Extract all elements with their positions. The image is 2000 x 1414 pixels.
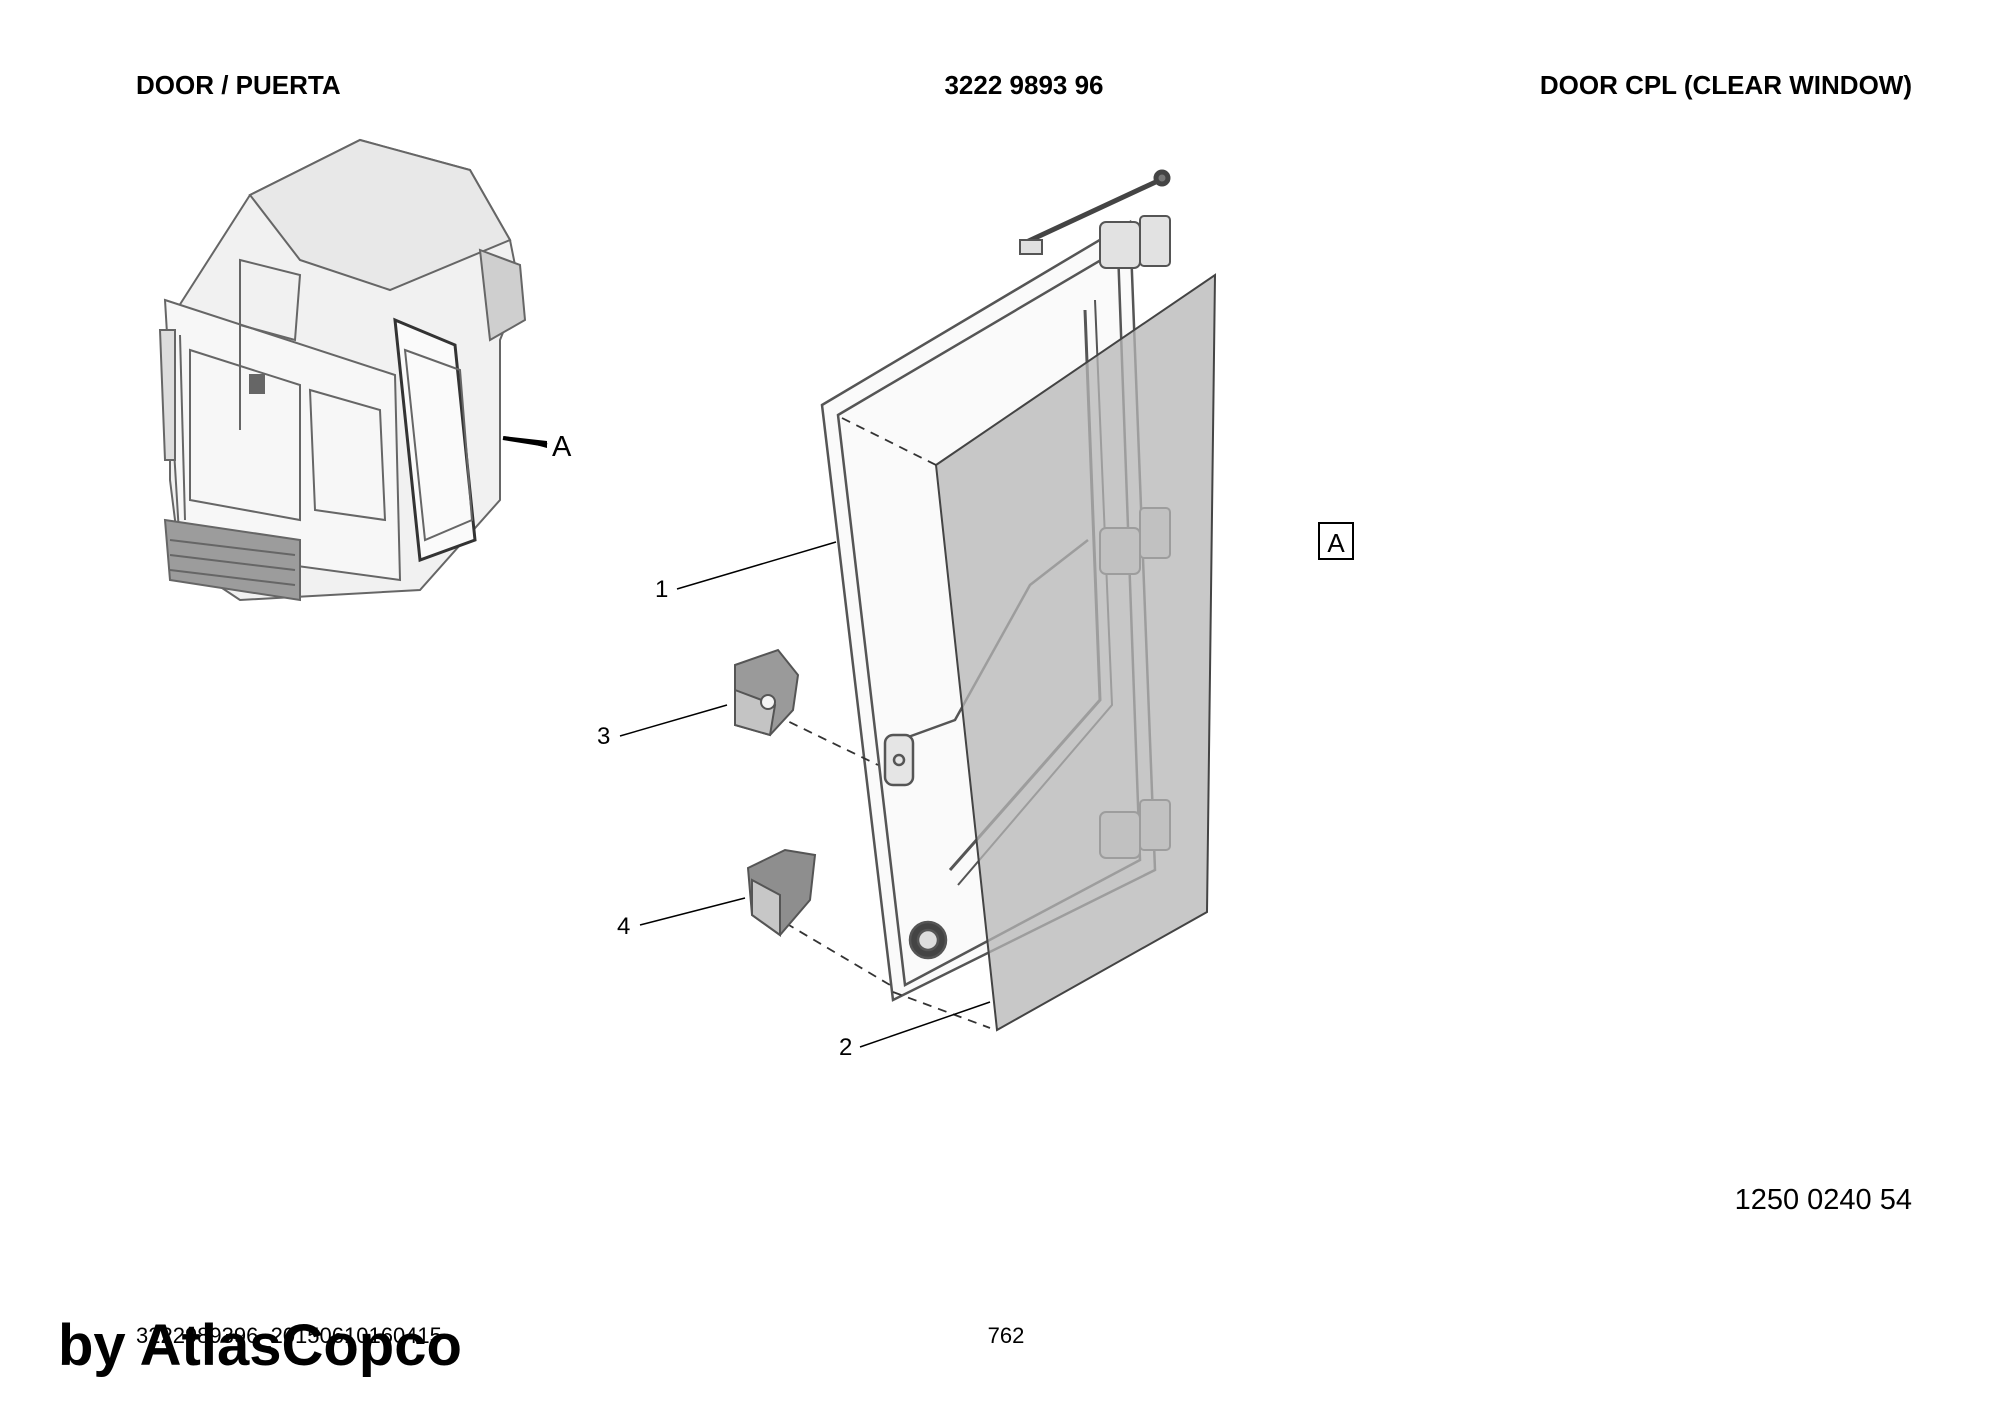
catch-bracket-item-3 xyxy=(734,648,800,737)
header-title: DOOR / PUERTA xyxy=(136,70,341,100)
latch-bracket-item-4 xyxy=(746,848,817,937)
gas-strut xyxy=(1018,169,1171,248)
view-a-tag: A xyxy=(1318,522,1354,560)
callout-2: 2 xyxy=(839,1034,852,1061)
header-description: DOOR CPL (CLEAR WINDOW) xyxy=(1539,70,1912,100)
footer-document-id: 3222989396_20150610160415 xyxy=(136,1323,442,1348)
view-a-arrow-line xyxy=(502,436,548,447)
page-number: 762 xyxy=(987,1323,1025,1348)
callout-1: 1 xyxy=(655,576,668,603)
view-a-label: A xyxy=(552,431,572,463)
watermark-text: by AtlasCopco xyxy=(58,1313,462,1378)
drawing-code: 1250 0240 54 xyxy=(1734,1184,1912,1216)
glass-pane xyxy=(934,273,1217,1032)
leader-lines xyxy=(619,541,991,1048)
header-part-number: 3222 9893 96 xyxy=(944,70,1104,100)
cab-overview-illustration xyxy=(158,138,527,602)
callout-4: 4 xyxy=(617,913,630,940)
top-bracket xyxy=(1019,239,1043,255)
assembly-lines xyxy=(771,417,991,1029)
callout-3: 3 xyxy=(597,723,610,750)
